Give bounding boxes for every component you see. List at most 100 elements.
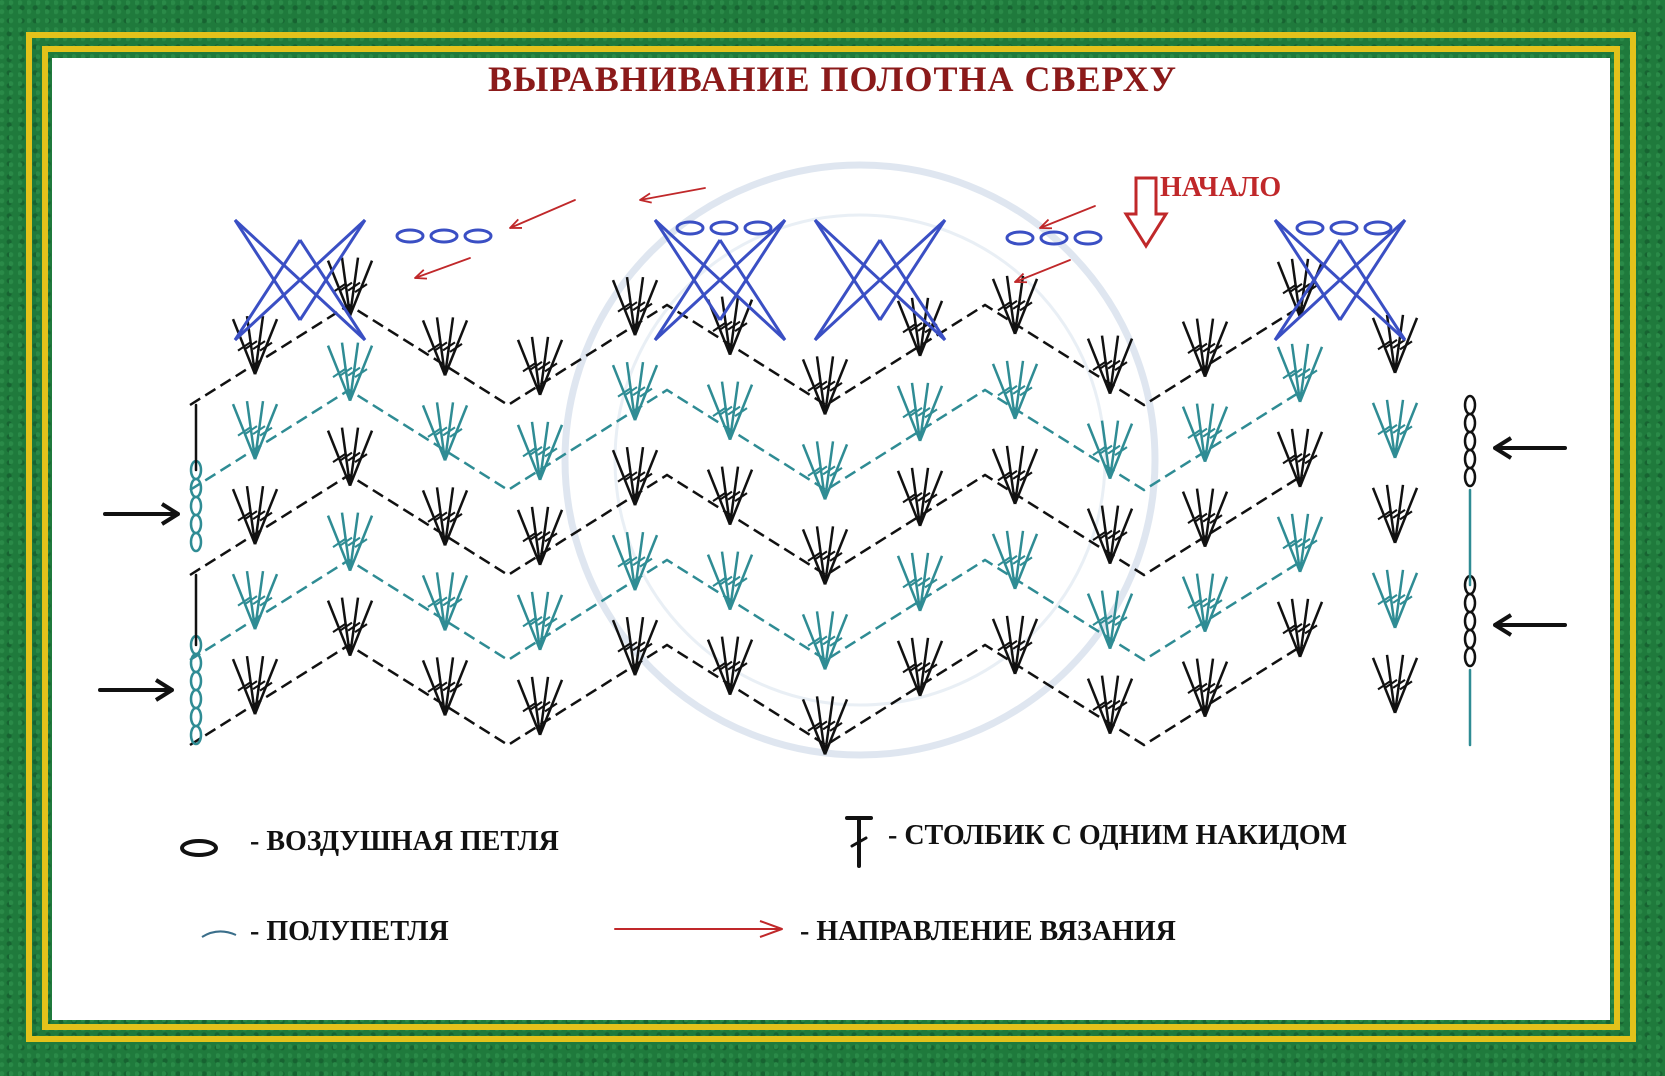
dc-crossbar bbox=[1384, 679, 1398, 689]
dc-crossbar bbox=[624, 556, 638, 566]
dc-crossbar bbox=[1004, 470, 1018, 480]
inner-border bbox=[42, 46, 1620, 1030]
dc-crossbar bbox=[442, 511, 456, 522]
dc-crossbar bbox=[1384, 509, 1398, 519]
dc-crossbar bbox=[917, 407, 931, 417]
blue-stitch bbox=[718, 219, 787, 321]
blue-stitch bbox=[653, 219, 722, 321]
dc-crossbar bbox=[529, 531, 543, 541]
dc-crossbar bbox=[537, 446, 551, 456]
dc-fan bbox=[991, 615, 1039, 675]
direction-arrow bbox=[509, 199, 576, 229]
dc-crossbar bbox=[237, 341, 251, 352]
dc-fan bbox=[706, 551, 754, 611]
dc-fan bbox=[326, 427, 374, 487]
dc-crossbar bbox=[1209, 514, 1223, 524]
dc-crossbar bbox=[1092, 616, 1106, 626]
dc-crossbar bbox=[924, 408, 938, 419]
dc-crossbar bbox=[917, 662, 931, 672]
dc-crossbar bbox=[624, 301, 638, 311]
chain-loop bbox=[429, 228, 459, 244]
dc-fan bbox=[1181, 403, 1229, 463]
blue-stitch bbox=[233, 239, 302, 341]
dc-crossbar bbox=[712, 662, 726, 672]
side-chain bbox=[189, 495, 203, 517]
dc-crossbar bbox=[902, 493, 916, 504]
dc-crossbar bbox=[719, 575, 733, 586]
dc-crossbar bbox=[909, 492, 923, 502]
dc-crossbar bbox=[1012, 385, 1026, 395]
dc-crossbar bbox=[332, 623, 346, 633]
dc-crossbar bbox=[354, 538, 368, 548]
dc-fan bbox=[991, 445, 1039, 505]
dc-crossbar bbox=[1289, 368, 1303, 378]
dc-crossbar bbox=[1282, 369, 1296, 380]
row-line bbox=[189, 473, 1304, 577]
dc-fan bbox=[1371, 654, 1419, 714]
dc-fan bbox=[516, 506, 564, 566]
dc-crossbar bbox=[449, 428, 463, 438]
dc-crossbar bbox=[244, 595, 258, 605]
dc-crossbar bbox=[1099, 614, 1113, 625]
dc-fan bbox=[896, 382, 944, 442]
side-arrow-left-head bbox=[160, 502, 180, 526]
dc-crossbar bbox=[354, 453, 368, 463]
side-arrow-right-head bbox=[1493, 613, 1513, 637]
dc-crossbar bbox=[719, 490, 733, 501]
legend-dc-symbol-bar bbox=[850, 836, 868, 848]
direction-arrow-head bbox=[1014, 272, 1028, 284]
dc-crossbar bbox=[252, 595, 266, 605]
dc-crossbar bbox=[1019, 556, 1033, 567]
dc-crossbar bbox=[1289, 623, 1303, 633]
watermark-ring bbox=[561, 161, 1159, 759]
dc-crossbar bbox=[1399, 680, 1413, 691]
dc-crossbar bbox=[814, 550, 828, 561]
dc-crossbar bbox=[522, 447, 536, 458]
dc-crossbar bbox=[347, 281, 361, 292]
dc-crossbar bbox=[522, 532, 536, 543]
watermark-ring-inner bbox=[613, 213, 1107, 707]
chain-loop bbox=[1073, 230, 1103, 246]
dc-crossbar bbox=[1004, 385, 1018, 395]
dc-crossbar bbox=[814, 465, 828, 476]
dc-crossbar bbox=[997, 641, 1011, 652]
dc-crossbar bbox=[1004, 555, 1018, 565]
blue-stitch bbox=[233, 219, 302, 321]
dc-crossbar bbox=[537, 616, 551, 626]
dc-crossbar bbox=[259, 341, 273, 352]
chain-loop bbox=[1363, 220, 1393, 236]
direction-arrow-head bbox=[1039, 218, 1053, 230]
dc-crossbar bbox=[924, 493, 938, 504]
dc-crossbar bbox=[1194, 682, 1208, 693]
dc-crossbar bbox=[822, 720, 836, 731]
dc-crossbar bbox=[822, 550, 836, 561]
dc-crossbar bbox=[1099, 699, 1113, 710]
dc-crossbar bbox=[427, 598, 441, 608]
dc-crossbar bbox=[1092, 361, 1106, 371]
dc-crossbar bbox=[332, 283, 346, 293]
blue-stitch bbox=[653, 218, 787, 342]
side-chain bbox=[1463, 592, 1477, 614]
dc-crossbar bbox=[1399, 510, 1413, 521]
dc-crossbar bbox=[617, 642, 631, 653]
dc-crossbar bbox=[639, 387, 653, 398]
dc-fan bbox=[611, 361, 659, 421]
dc-crossbar bbox=[1392, 594, 1406, 604]
dc-crossbar bbox=[727, 405, 741, 416]
dc-crossbar bbox=[1289, 538, 1303, 548]
dc-crossbar bbox=[814, 380, 828, 391]
dc-crossbar bbox=[997, 301, 1011, 312]
dc-crossbar bbox=[712, 577, 726, 587]
dc-crossbar bbox=[1194, 427, 1208, 438]
dc-crossbar bbox=[434, 681, 448, 692]
dc-crossbar bbox=[1194, 597, 1208, 608]
dc-crossbar bbox=[624, 471, 638, 481]
dc-crossbar bbox=[1304, 624, 1318, 635]
dc-crossbar bbox=[537, 531, 551, 541]
dc-crossbar bbox=[727, 660, 741, 671]
dc-fan bbox=[516, 336, 564, 396]
dc-fan bbox=[326, 512, 374, 572]
dc-crossbar bbox=[1194, 512, 1208, 523]
side-chain bbox=[1463, 466, 1477, 488]
dc-fan bbox=[611, 446, 659, 506]
